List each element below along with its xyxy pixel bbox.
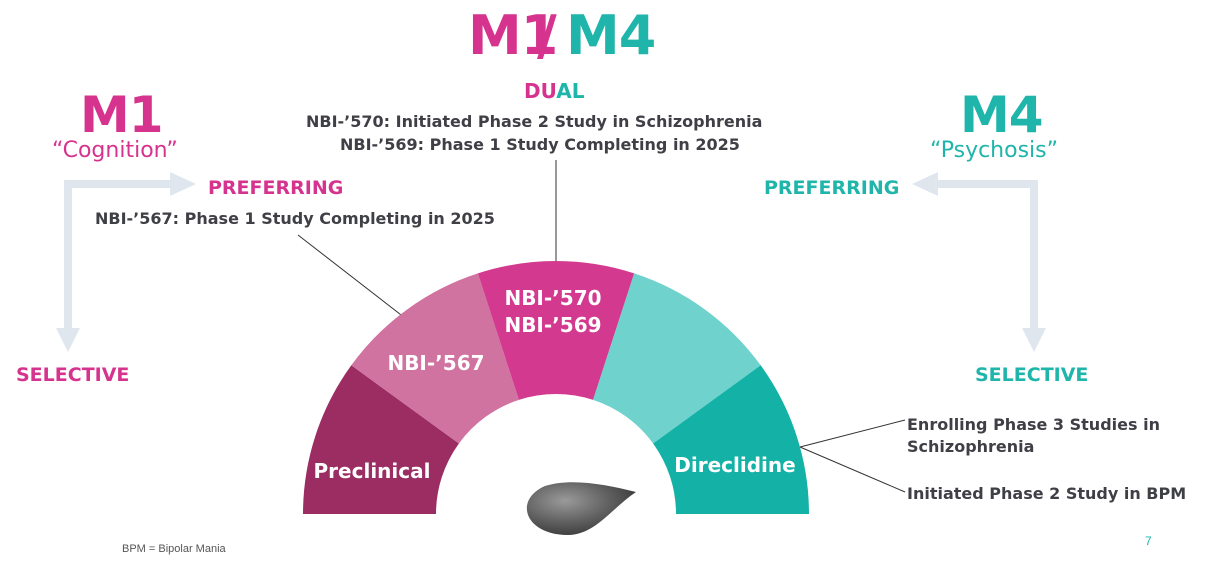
right-study-bpm: Initiated Phase 2 Study in BPM <box>907 484 1187 503</box>
left-cognition-label: “Cognition” <box>52 138 178 163</box>
title-m4: M4 <box>566 4 656 67</box>
title-m1: M1 <box>468 4 558 67</box>
segment-label-567: NBI-’567 <box>387 351 484 375</box>
segment-label-preclinical: Preclinical <box>314 459 431 483</box>
title-slash: / <box>537 4 557 67</box>
left-m1-label: M1 <box>80 86 164 144</box>
segment-570-569 <box>477 261 635 400</box>
connector-phase3 <box>799 419 906 448</box>
right-m4-label: M4 <box>960 86 1044 144</box>
right-study-phase3-line2: Schizophrenia <box>907 437 1035 456</box>
left-vertical-arrow-shaft <box>64 180 72 330</box>
dual-label: DUAL <box>524 79 585 103</box>
segment-preclinical <box>303 365 459 514</box>
right-down-arrow-head <box>1022 328 1046 352</box>
right-psychosis-label: “Psychosis” <box>930 138 1059 163</box>
segment-teal-light <box>593 273 761 444</box>
left-selective-label: SELECTIVE <box>16 364 130 386</box>
connector-bpm <box>799 446 906 493</box>
left-down-arrow-head <box>56 328 80 352</box>
left-study-567: NBI-’567: Phase 1 Study Completing in 20… <box>95 209 495 228</box>
segment-567 <box>351 273 519 444</box>
page-number: 7 <box>1145 534 1152 548</box>
right-arrows <box>912 172 1046 352</box>
left-arrows <box>56 172 196 352</box>
right-selective-label: SELECTIVE <box>975 364 1089 386</box>
right-preferring-label: PREFERRING <box>764 177 900 199</box>
right-vertical-arrow-shaft <box>1030 180 1038 330</box>
right-left-arrow-head <box>912 172 938 196</box>
right-study-phase3-line1: Enrolling Phase 3 Studies in <box>907 415 1160 434</box>
left-horizontal-arrow-shaft <box>64 180 172 188</box>
segment-label-570: NBI-’570 <box>504 286 601 310</box>
left-preferring-label: PREFERRING <box>208 177 344 199</box>
connector-567 <box>297 234 406 319</box>
left-right-arrow-head <box>170 172 196 196</box>
segment-label-direclidine: Direclidine <box>674 453 795 477</box>
connector-lines <box>297 160 906 493</box>
segment-label-569: NBI-’569 <box>504 313 601 337</box>
dual-study-570: NBI-’570: Initiated Phase 2 Study in Sch… <box>306 112 763 131</box>
right-study-phase3: Enrolling Phase 3 Studies in Schizophren… <box>907 414 1160 458</box>
footnote: BPM = Bipolar Mania <box>122 543 226 555</box>
dual-study-569: NBI-’569: Phase 1 Study Completing in 20… <box>340 135 740 154</box>
right-horizontal-arrow-shaft <box>936 180 1038 188</box>
gauge-needle <box>526 482 636 535</box>
gauge-segments <box>303 261 810 514</box>
segment-direclidine <box>653 365 810 514</box>
